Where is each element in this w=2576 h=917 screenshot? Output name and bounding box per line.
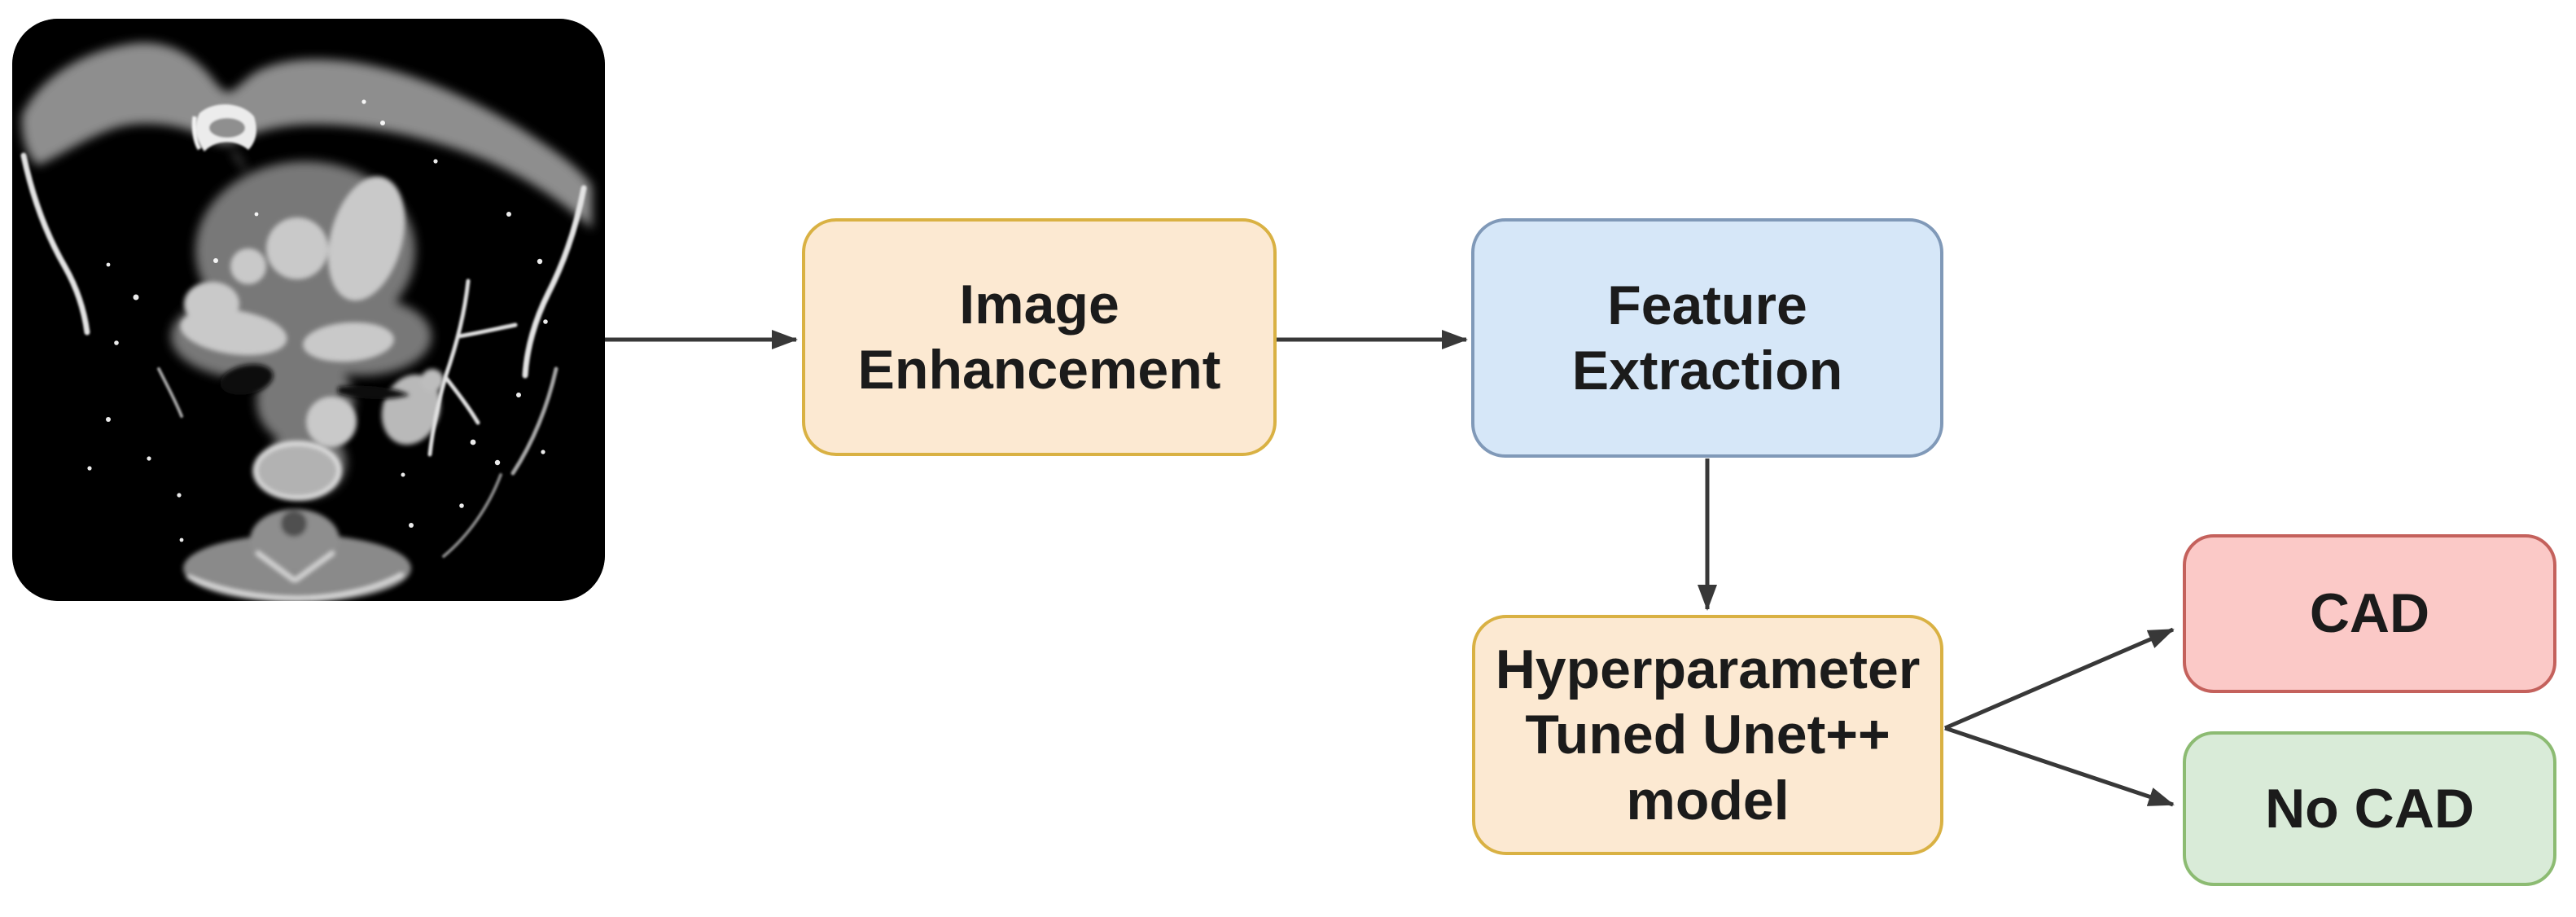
flow-node-feature-extraction: Feature Extraction xyxy=(1471,218,1943,458)
chest-wall xyxy=(21,42,592,229)
flow-node-hyperparameter-tuned-unet-model: Hyperparameter Tuned Unet++ model xyxy=(1472,615,1943,855)
right-atrium xyxy=(180,309,287,356)
flow-node-label: Image Enhancement xyxy=(857,273,1221,401)
heart-vessels xyxy=(180,176,444,447)
ct-scan-drawing xyxy=(12,19,605,601)
sternum-bone xyxy=(191,104,256,151)
arrow-unet-to-cad xyxy=(1944,627,2175,731)
pulmonary-artery xyxy=(327,176,405,301)
lung-vessels xyxy=(157,279,518,457)
flow-node-cad: CAD xyxy=(2183,534,2556,693)
ct-scan-image xyxy=(12,19,605,601)
flow-node-label: No CAD xyxy=(2265,777,2474,840)
arrow-unet-to-no-cad xyxy=(1944,726,2175,807)
vertebra xyxy=(183,441,411,601)
ascending-aorta xyxy=(266,217,328,279)
airways xyxy=(220,364,410,400)
rib-lines xyxy=(20,152,587,558)
flow-node-no-cad: No CAD xyxy=(2183,731,2556,886)
flow-node-label: CAD xyxy=(2309,582,2430,645)
left-atrium xyxy=(303,322,394,362)
flow-node-label: Hyperparameter Tuned Unet++ model xyxy=(1495,638,1921,831)
descending-aorta xyxy=(306,397,357,447)
vessel-dots xyxy=(87,99,548,542)
flow-node-image-enhancement: Image Enhancement xyxy=(802,218,1277,456)
flow-node-label: Feature Extraction xyxy=(1571,274,1843,401)
